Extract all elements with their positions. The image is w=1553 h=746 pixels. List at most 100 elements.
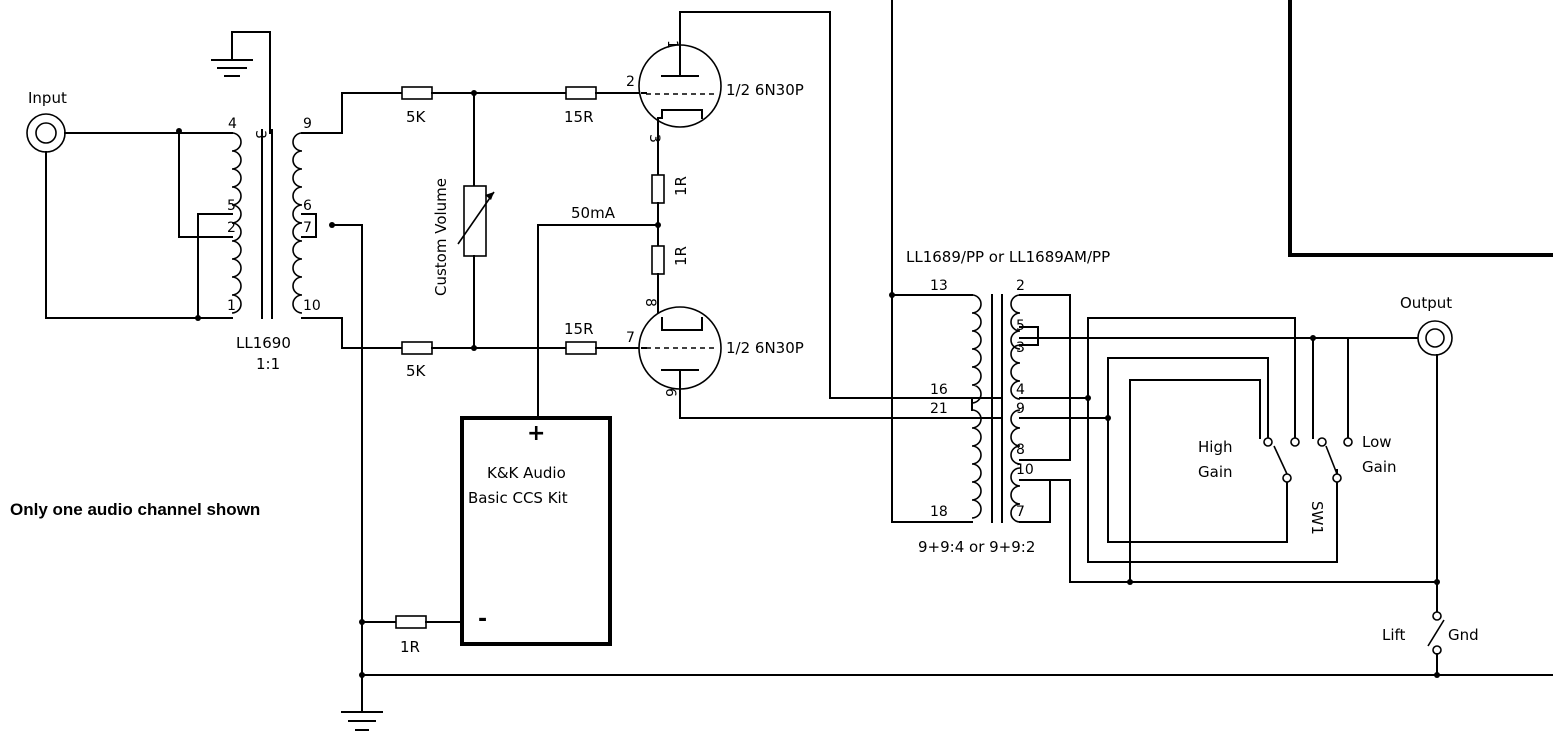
resistor-15r-bottom	[565, 341, 597, 355]
bottom-plate-wire	[679, 369, 1001, 419]
resistor-1r-cathode-top	[651, 174, 665, 204]
sec-bridge-6-7	[301, 213, 317, 238]
tube-bot-pin-6: 6	[662, 388, 678, 397]
sw1-label: SW1	[1308, 501, 1326, 535]
in-pin-9: 9	[303, 116, 312, 132]
in-pin-2: 2	[227, 220, 236, 236]
sw-low-b-wire	[1087, 317, 1338, 563]
r-5k-bottom-label: 5K	[406, 362, 427, 380]
resistor-15r-top	[565, 86, 597, 100]
in-pin-6: 6	[303, 198, 312, 214]
out-xfmr-ratio: 9+9:4 or 9+9:2	[918, 538, 1035, 556]
in-pin-3: 3	[252, 130, 268, 139]
gnd-label: Gnd	[1448, 626, 1479, 644]
in-xfmr-name: LL1690	[236, 334, 291, 352]
resistor-5k-bottom	[401, 341, 433, 355]
ccs-minus-label: -	[478, 607, 487, 632]
out-pin-7: 7	[1016, 504, 1025, 520]
sec-top-wire	[301, 92, 403, 134]
r-5k-top-label: 5K	[406, 108, 427, 126]
out-pin-2: 2	[1016, 278, 1025, 294]
low-gain-2: Gain	[1362, 458, 1397, 476]
top-plate-wire	[679, 11, 1001, 399]
in-pin-1: 1	[227, 298, 236, 314]
tube-bottom-label: 1/2 6N30P	[726, 339, 804, 357]
in-xfmr-ratio: 1:1	[256, 355, 280, 373]
sw-loop-c-wire	[1129, 379, 1261, 439]
input-label: Input	[28, 89, 67, 107]
sw1-switch	[1263, 437, 1353, 483]
center-tap-wire	[331, 224, 363, 676]
resistor-1r-ccs	[395, 615, 427, 629]
resistor-5k-top	[401, 86, 433, 100]
low-gain-1: Low	[1362, 433, 1392, 451]
resistor-1r-cathode-bottom	[651, 245, 665, 275]
corner-frame	[1288, 0, 1553, 257]
sw-high-common-wire	[1087, 317, 1296, 439]
shield-ground-symbol	[211, 31, 253, 77]
out-pin-10: 10	[1016, 462, 1034, 478]
r-1r-ccs-label: 1R	[400, 638, 420, 656]
lift-gnd-switch	[1427, 611, 1445, 655]
tube-top-label: 1/2 6N30P	[726, 81, 804, 99]
tube-top-pin-3: 3	[646, 134, 662, 143]
out-pin-8: 8	[1016, 442, 1025, 458]
ccs-kit-box	[460, 416, 612, 646]
ccs-plus-wire	[537, 224, 659, 419]
tube-bot-pin-7: 7	[626, 330, 635, 346]
r-15r-bottom-label: 15R	[564, 320, 594, 338]
out-pin-13: 13	[930, 278, 948, 294]
sec-10-7-wire	[1019, 479, 1051, 523]
r-15r-top-label: 15R	[564, 108, 594, 126]
pri-18-wire	[891, 294, 973, 523]
volume-potentiometer	[463, 185, 487, 257]
note-label: Only one audio channel shown	[10, 500, 260, 519]
shield-wire	[231, 31, 271, 134]
input-bridge-1-5	[197, 213, 233, 319]
out-pin-4: 4	[1016, 382, 1025, 398]
out-pin-21: 21	[930, 401, 948, 417]
ccs-plus-label: +	[527, 421, 545, 446]
sw-high-b-wire	[1107, 357, 1288, 543]
input-transformer	[231, 129, 303, 319]
out-pin-18: 18	[930, 504, 948, 520]
high-gain-2: Gain	[1198, 463, 1233, 481]
sec-2-8-wire	[1019, 294, 1071, 461]
chassis-ground-symbol	[341, 711, 383, 731]
out-pin-9: 9	[1016, 401, 1025, 417]
out-xfmr-name: LL1689/PP or LL1689AM/PP	[906, 248, 1110, 266]
in-pin-5: 5	[227, 198, 236, 214]
sec-bottom-wire	[301, 317, 403, 349]
out-pin-3: 3	[1016, 340, 1025, 356]
output-label: Output	[1400, 294, 1452, 312]
in-pin-10: 10	[303, 298, 321, 314]
input-cold-wire	[45, 151, 233, 319]
tube-top-pin-2: 2	[626, 74, 635, 90]
tube-top-pin-1: 1	[664, 40, 680, 49]
tube-top	[638, 11, 722, 128]
tube-bottom	[638, 306, 722, 390]
sw-high-a-wire	[1107, 357, 1269, 439]
lift-label: Lift	[1382, 626, 1406, 644]
current-label: 50mA	[571, 204, 616, 222]
ccs-line1: K&K Audio	[487, 464, 566, 482]
in-pin-4: 4	[228, 116, 237, 132]
cathode-top-wire	[657, 117, 663, 176]
out-pin-16: 16	[930, 382, 948, 398]
high-gain-1: High	[1198, 438, 1232, 456]
r-1r-cath-top-label: 1R	[672, 176, 690, 196]
pot-arrow-icon	[457, 191, 495, 245]
r-1r-cath-bot-label: 1R	[672, 246, 690, 266]
input-connector	[26, 113, 66, 153]
sec-10-ground-wire	[1049, 479, 1438, 583]
input-bridge-4-2	[178, 130, 233, 238]
tube-bot-pin-8: 8	[642, 298, 658, 307]
output-transformer	[971, 294, 1021, 523]
in-pin-7: 7	[303, 220, 312, 236]
sec-5-3-link	[1019, 326, 1039, 346]
output-connector	[1417, 320, 1453, 356]
volume-label: Custom Volume	[432, 178, 450, 296]
ccs-line2: Basic CCS Kit	[468, 489, 568, 507]
